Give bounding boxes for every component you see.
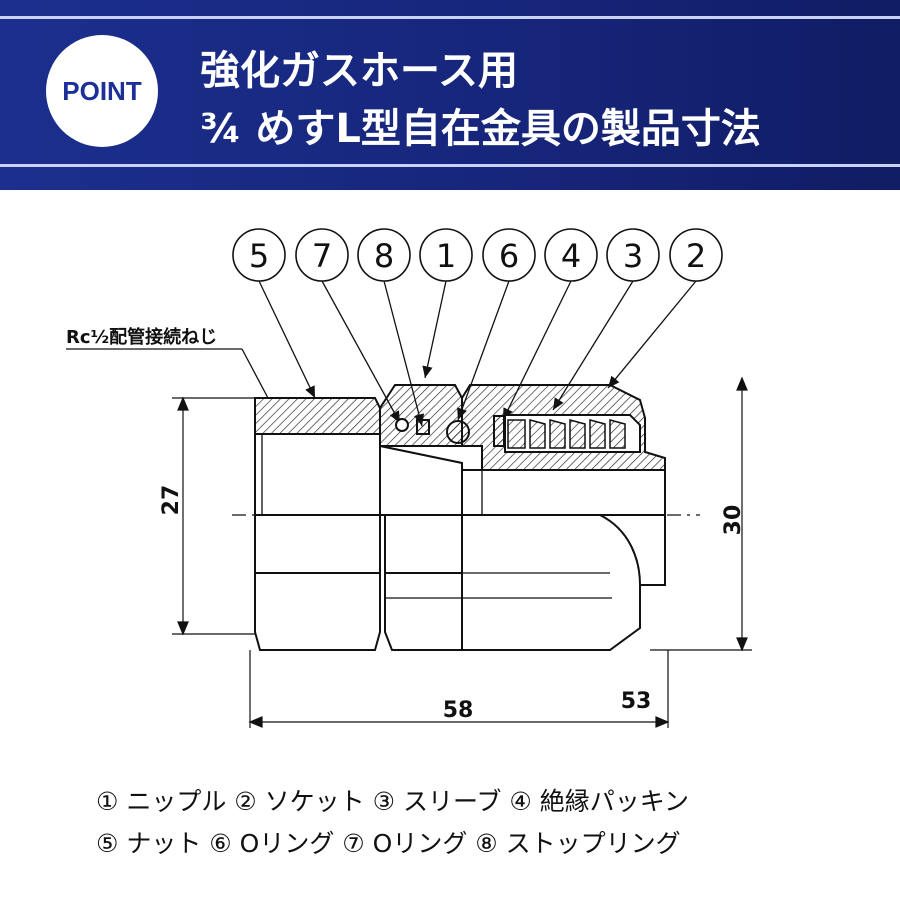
o-ring-7 (395, 418, 409, 432)
callout-1: 1 (419, 228, 473, 282)
svg-text:8: 8 (374, 237, 394, 275)
svg-text:2: 2 (686, 237, 706, 275)
nipple-body (379, 444, 463, 516)
dim-58-label: 58 (443, 698, 474, 723)
socket-body (461, 469, 666, 516)
callout-7: 7 (295, 228, 349, 282)
dim-27 (172, 396, 255, 636)
svg-text:3: 3 (623, 237, 643, 275)
legend-line-1: ① ニップル ② ソケット ③ スリーブ ④ 絶縁パッキン (96, 787, 690, 816)
callout-group: 5 7 8 1 6 4 3 2 (232, 228, 723, 282)
legend-line-2: ⑤ ナット ⑥ Oリング ⑦ Oリング ⑧ ストップリング (96, 829, 681, 858)
nipple-lower (384, 514, 463, 651)
callout-2: 2 (669, 228, 723, 282)
svg-text:6: 6 (499, 237, 519, 275)
nut-section (254, 397, 381, 435)
callout-3: 3 (606, 228, 660, 282)
sleeve-teeth (507, 419, 626, 449)
stop-ring-8 (416, 419, 430, 435)
svg-text:7: 7 (312, 237, 332, 275)
fitting-body (254, 384, 666, 651)
svg-text:1: 1 (436, 237, 456, 275)
svg-text:4: 4 (561, 237, 581, 275)
svg-text:Rc½配管接続ねじ: Rc½配管接続ねじ (66, 326, 217, 348)
dim-30-label: 30 (721, 505, 746, 536)
socket-lower (461, 514, 666, 651)
banner-bottom-rule (0, 164, 900, 167)
nut-lower-hex (254, 514, 381, 651)
callout-4: 4 (544, 228, 598, 282)
dim-27-label: 27 (159, 485, 184, 516)
dim-53-label: 53 (621, 689, 652, 714)
callout-8: 8 (357, 228, 411, 282)
fitting-diagram: 5 7 8 1 6 4 3 2 (66, 228, 752, 728)
title-line-1: 強化ガスホース用 (200, 48, 518, 94)
title-line-2: ¾ めすL型自在金具の製品寸法 (200, 106, 761, 152)
callout-5: 5 (232, 228, 286, 282)
nut-body (254, 433, 381, 516)
callout-6: 6 (482, 228, 536, 282)
point-badge: POINT (46, 35, 158, 147)
dim-30 (650, 376, 752, 652)
dim-58 (248, 650, 670, 728)
point-badge-label: POINT (62, 75, 142, 106)
insulating-packing-4 (493, 415, 505, 447)
banner-top-rule (0, 16, 900, 19)
svg-text:5: 5 (249, 237, 269, 275)
header-banner: POINT 強化ガスホース用 ¾ めすL型自在金具の製品寸法 (0, 0, 900, 190)
rc-annotation: Rc½配管接続ねじ (66, 326, 269, 399)
